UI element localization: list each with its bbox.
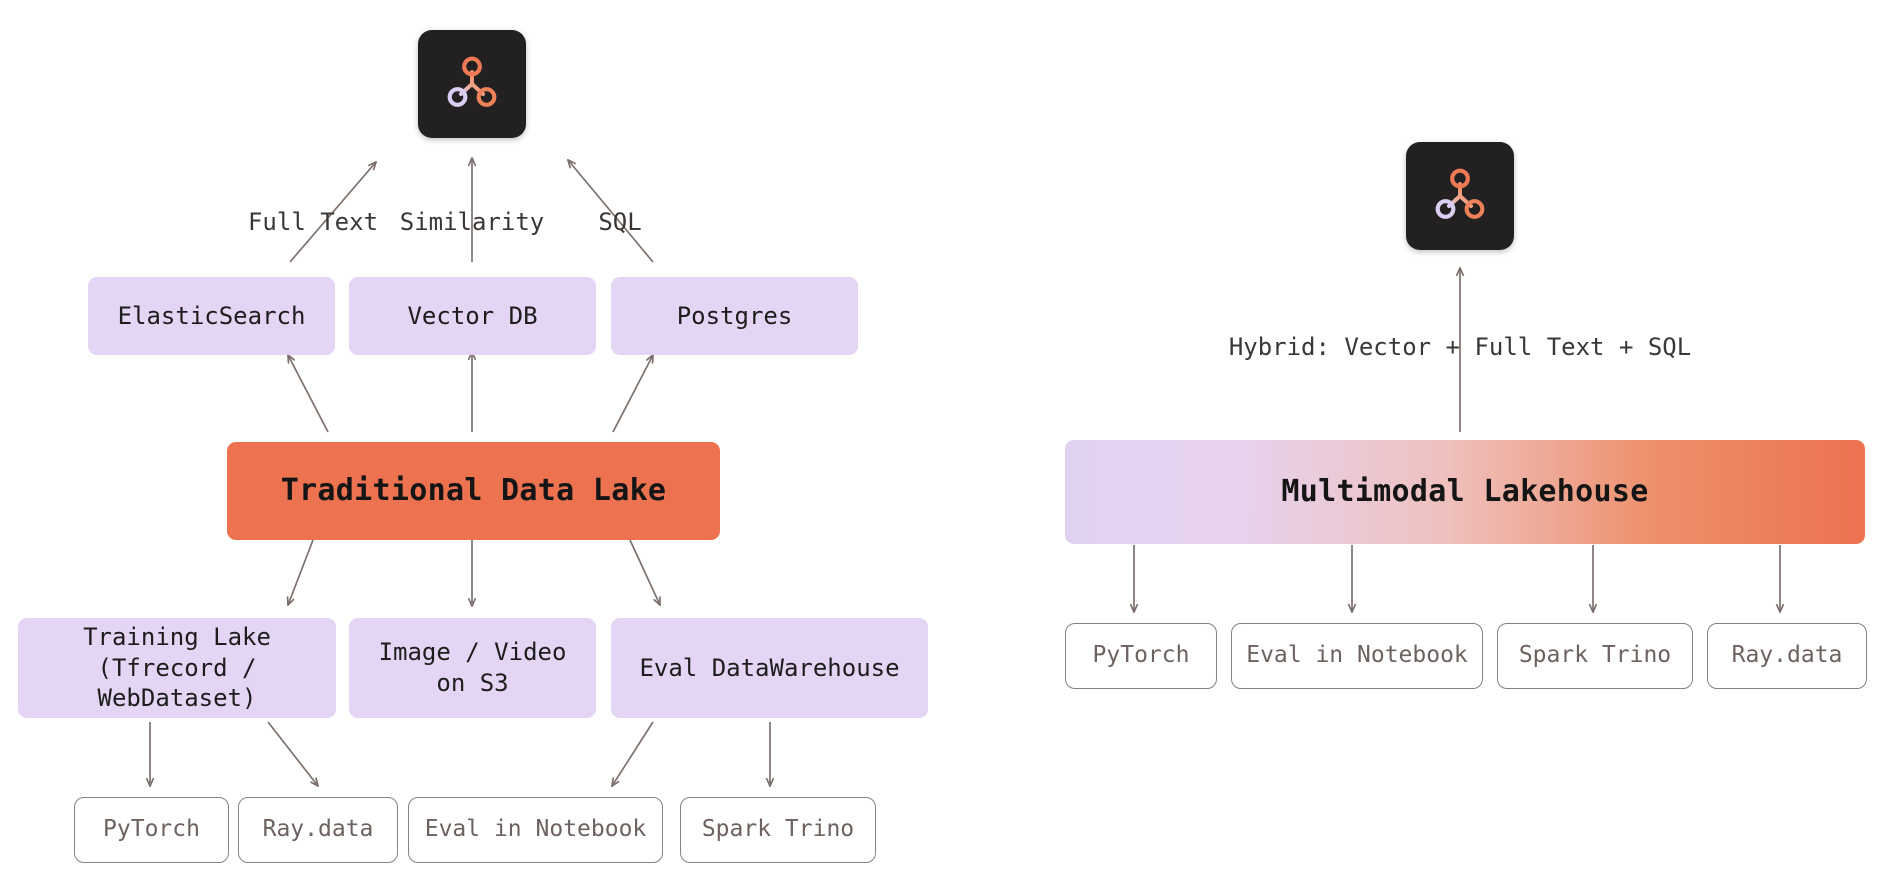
box-multimodal-lakehouse[interactable]: Multimodal Lakehouse <box>1065 440 1865 544</box>
box-consumer-spark-trino-left[interactable]: Spark Trino <box>680 797 876 863</box>
box-consumer-pytorch-left[interactable]: PyTorch <box>74 797 229 863</box>
edge-label-similarity: Similarity <box>399 208 545 236</box>
box-eval-datawarehouse[interactable]: Eval DataWarehouse <box>611 618 928 718</box>
box-consumer-ray-data-right[interactable]: Ray.data <box>1707 623 1867 689</box>
arrow-lake-to-postgres <box>612 353 654 433</box>
arrow-lake-to-elasticsearch <box>287 353 329 433</box>
box-traditional-data-lake[interactable]: Traditional Data Lake <box>227 442 720 540</box>
box-image-video-on-s3[interactable]: Image / Video on S3 <box>349 618 596 718</box>
lakehouse-logo-icon-left <box>418 30 526 138</box>
box-consumer-spark-trino-right[interactable]: Spark Trino <box>1497 623 1693 689</box>
arrow-training-lake-to-raydata <box>267 721 319 788</box>
edge-label-full-text: Full Text <box>247 208 379 236</box>
arrow-lake-to-training-lake <box>286 539 314 607</box>
box-elasticsearch[interactable]: ElasticSearch <box>88 277 335 355</box>
lakehouse-logo-icon-right <box>1406 142 1514 250</box>
box-consumer-eval-in-notebook-left[interactable]: Eval in Notebook <box>408 797 663 863</box>
box-consumer-ray-data-left[interactable]: Ray.data <box>238 797 398 863</box>
box-consumer-eval-in-notebook-right[interactable]: Eval in Notebook <box>1231 623 1483 689</box>
box-postgres[interactable]: Postgres <box>611 277 858 355</box>
box-vector-db[interactable]: Vector DB <box>349 277 596 355</box>
arrow-eval-dwh-to-notebook <box>611 721 654 788</box>
arrow-lake-to-eval-dwh <box>629 539 661 607</box>
box-training-lake[interactable]: Training Lake (Tfrecord / WebDataset) <box>18 618 336 718</box>
three-node-graph-icon <box>1435 168 1485 219</box>
three-node-graph-icon <box>447 56 497 107</box>
box-consumer-pytorch-right[interactable]: PyTorch <box>1065 623 1217 689</box>
edge-label-sql: SQL <box>598 208 642 236</box>
edge-label-hybrid-query: Hybrid: Vector + Full Text + SQL <box>1228 333 1692 361</box>
